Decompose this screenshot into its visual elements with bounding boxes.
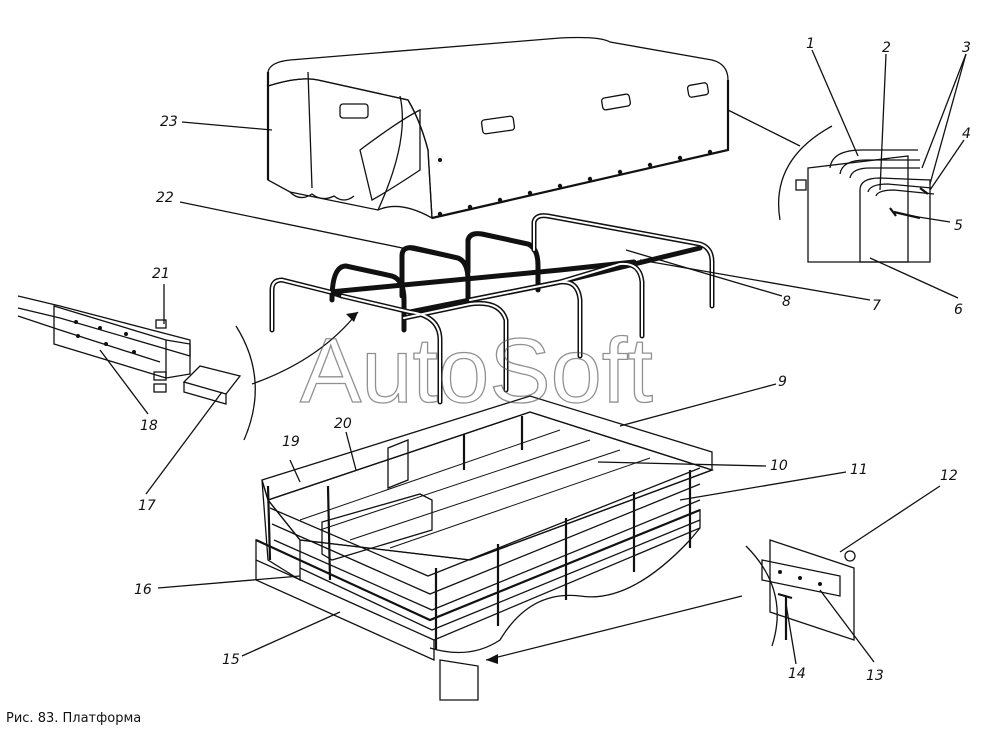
tarpaulin-cover xyxy=(266,36,730,220)
label-5: 5 xyxy=(954,218,963,234)
label-22: 22 xyxy=(156,190,174,206)
label-10: 10 xyxy=(770,458,788,474)
watermark: AutoSoft xyxy=(300,320,653,422)
label-14: 14 xyxy=(788,666,806,682)
label-3: 3 xyxy=(962,40,971,56)
label-1: 1 xyxy=(806,36,815,52)
label-4: 4 xyxy=(962,126,971,142)
label-16: 16 xyxy=(134,582,152,598)
label-18: 18 xyxy=(140,418,158,434)
label-11: 11 xyxy=(850,462,868,478)
label-21: 21 xyxy=(152,266,170,282)
label-17: 17 xyxy=(138,498,156,514)
label-8: 8 xyxy=(782,294,791,310)
leader-lines xyxy=(99,49,967,665)
label-19: 19 xyxy=(282,434,300,450)
figure-caption: Рис. 83. Платформа xyxy=(6,711,141,726)
cargo-platform xyxy=(255,395,714,701)
label-2: 2 xyxy=(882,40,891,56)
detail-corner-1-6 xyxy=(795,149,935,263)
detail-bracket-12-14 xyxy=(761,539,856,641)
label-20: 20 xyxy=(334,416,352,432)
label-15: 15 xyxy=(222,652,240,668)
part-labels: 1 2 3 4 5 6 7 8 9 10 11 12 13 14 15 16 1… xyxy=(134,36,971,684)
label-12: 12 xyxy=(940,468,958,484)
label-6: 6 xyxy=(954,302,963,318)
label-13: 13 xyxy=(866,668,884,684)
tarpaulin-bows-frame xyxy=(269,213,715,405)
detail-bracket-17-18-21 xyxy=(17,295,242,405)
label-9: 9 xyxy=(778,374,787,390)
label-23: 23 xyxy=(160,114,178,130)
label-7: 7 xyxy=(872,298,881,314)
callout-arcs xyxy=(235,109,833,664)
